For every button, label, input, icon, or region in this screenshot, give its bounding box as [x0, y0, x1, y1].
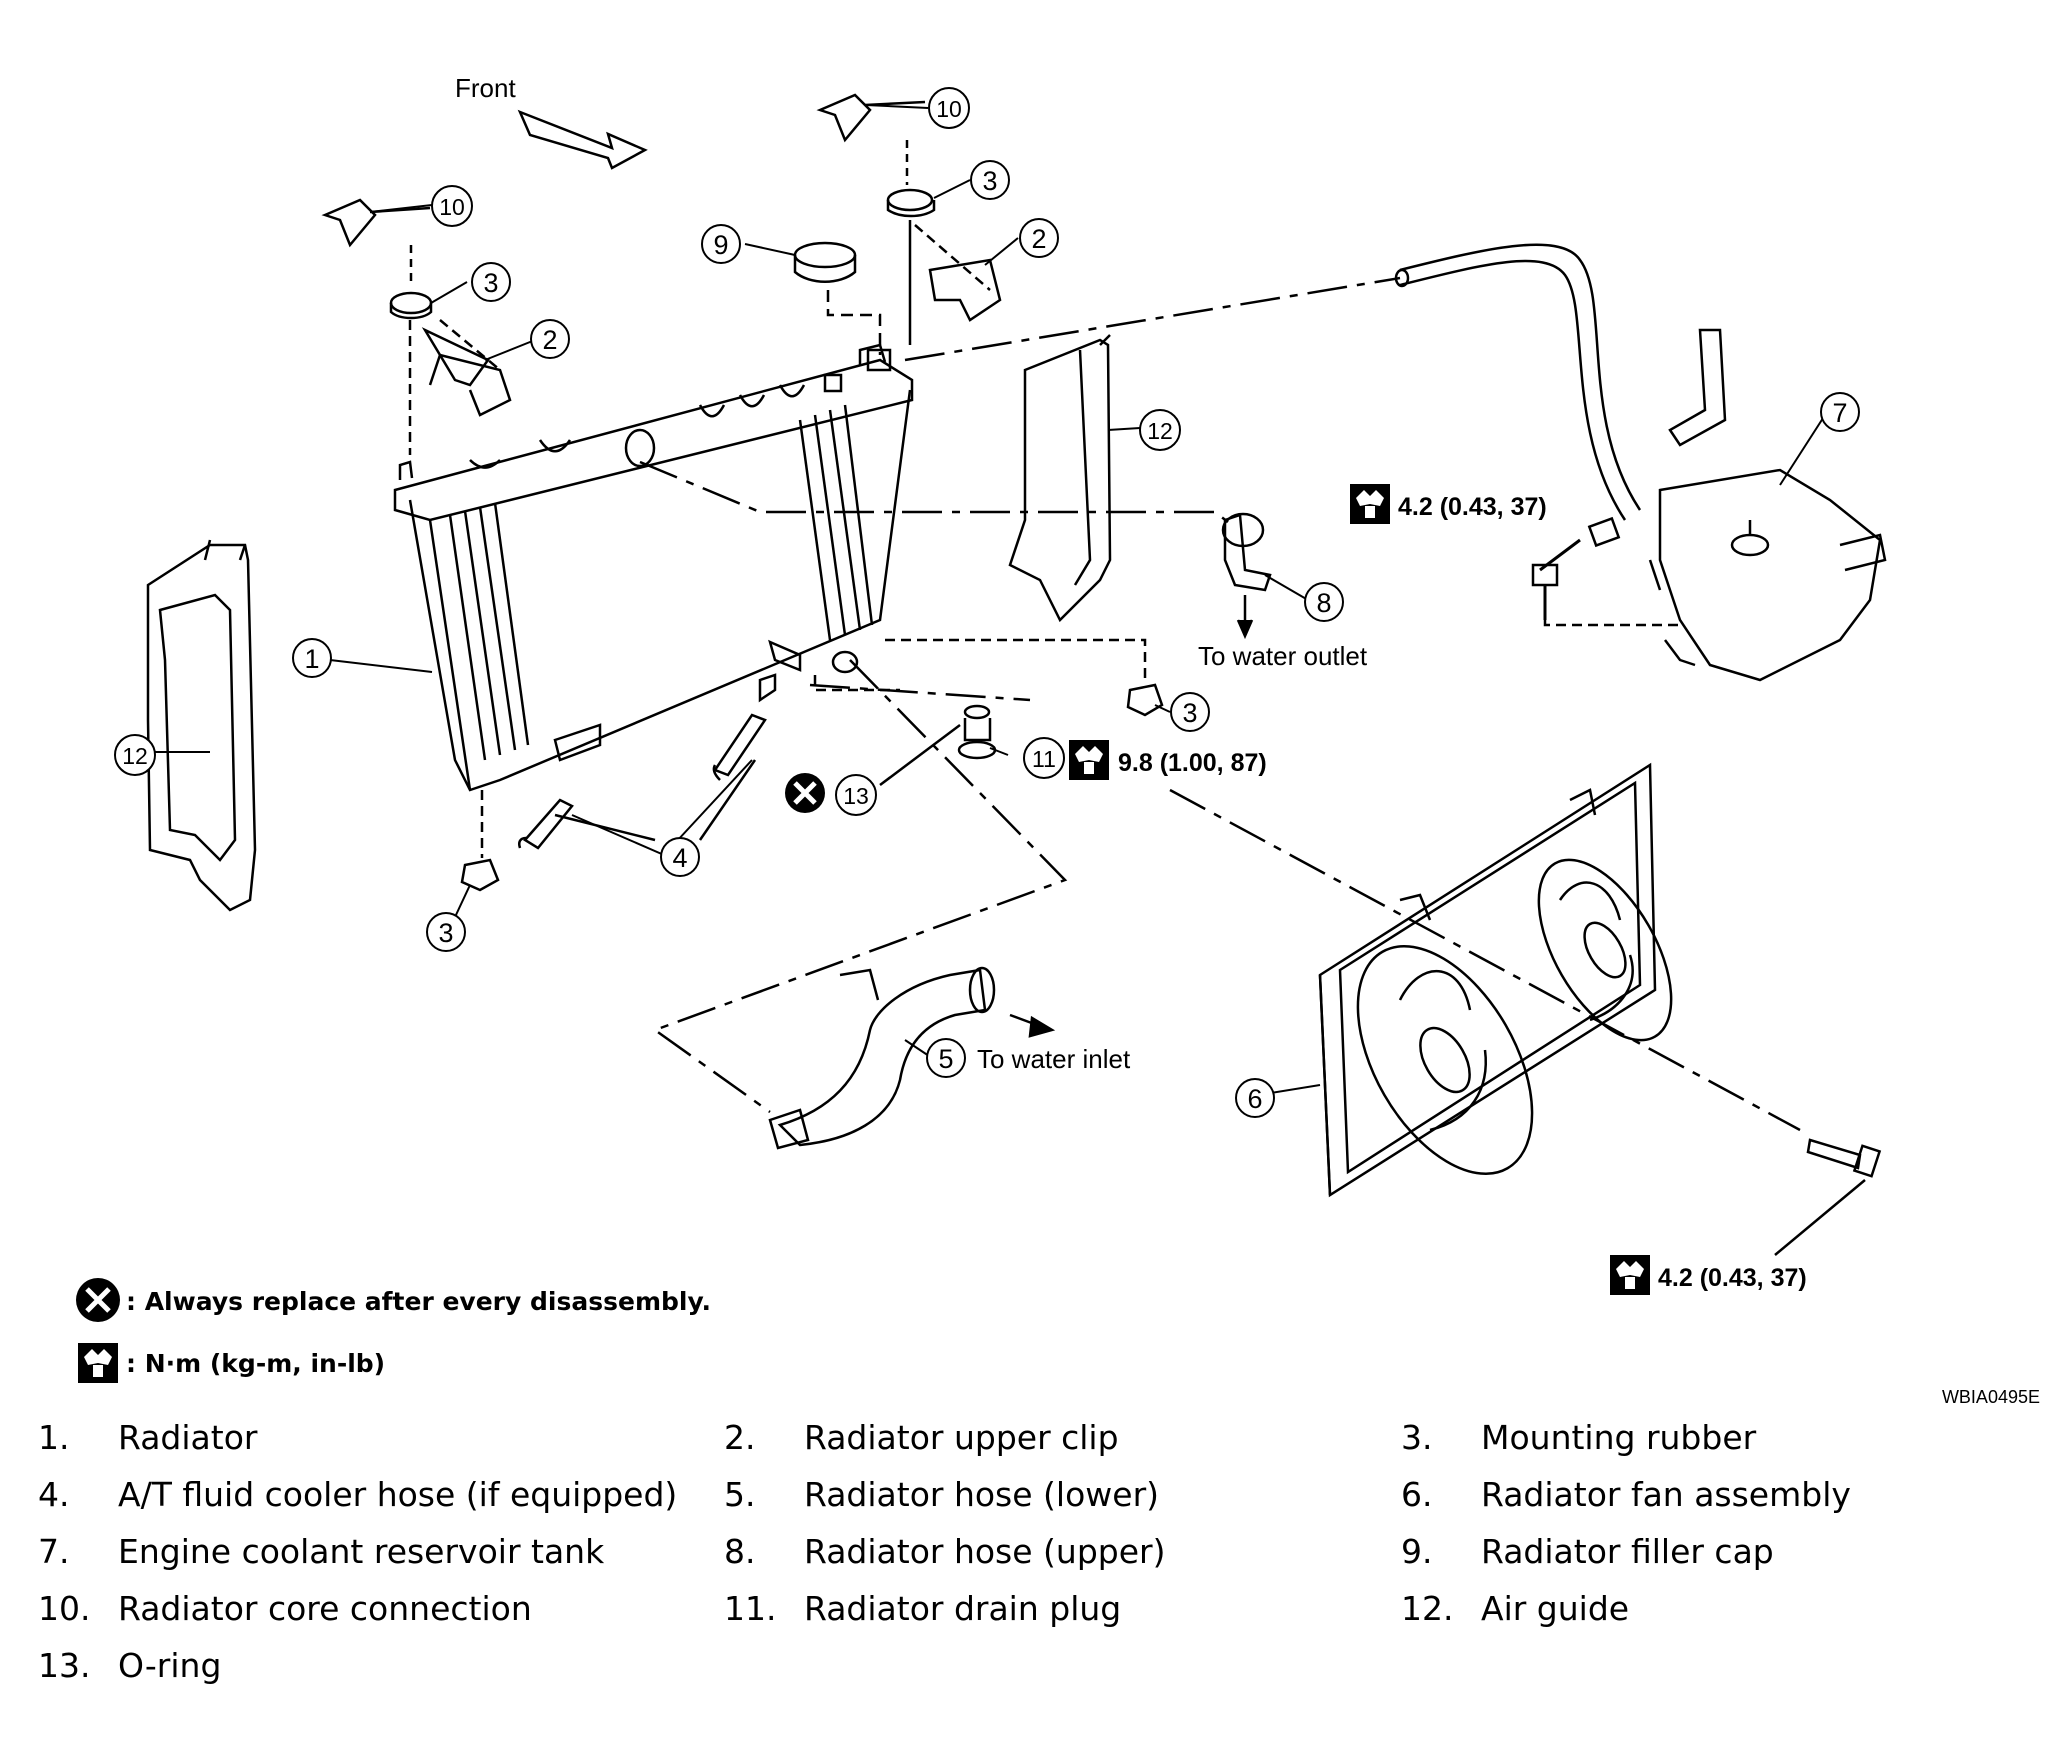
callout-12-left: 12: [114, 734, 156, 776]
callout-8: 8: [1304, 582, 1344, 622]
callout-12-right: 12: [1139, 409, 1181, 451]
to-water-inlet-label: To water inlet: [977, 1044, 1131, 1074]
legend-replace: : Always replace after every disassembly…: [76, 1278, 711, 1322]
right-upper-mounting: [816, 93, 1002, 345]
callout-11: 11: [1023, 737, 1065, 779]
callout-6: 6: [1235, 1078, 1275, 1118]
callout-3-left-lower: 3: [426, 912, 466, 952]
callout-3-left-upper: 3: [471, 262, 511, 302]
torque-spec-fan-bolt: 4.2 (0.43, 37): [1610, 1255, 1807, 1295]
radiator-hose-upper: [639, 460, 1272, 640]
svg-text:13: 13: [843, 783, 869, 809]
callout-4: 4: [660, 837, 700, 877]
legend-torque: : N·m (kg-m, in-lb): [78, 1343, 385, 1383]
svg-text:: N·m (kg-m, in-lb): : N·m (kg-m, in-lb): [126, 1349, 385, 1378]
torque-icon: [78, 1343, 118, 1383]
svg-text:4: 4: [672, 843, 687, 873]
svg-text:10: 10: [439, 194, 465, 220]
radiator-filler-cap: [793, 241, 1401, 372]
svg-text:12: 12: [122, 743, 148, 769]
svg-text:4.2 (0.43, 37): 4.2 (0.43, 37): [1398, 493, 1547, 521]
svg-text:7: 7: [1832, 398, 1847, 428]
reservoir-hose: [1394, 243, 1642, 521]
callout-5: 5: [926, 1038, 966, 1078]
svg-text:10: 10: [936, 96, 962, 122]
front-label: Front: [455, 73, 516, 103]
svg-text:4.2 (0.43, 37): 4.2 (0.43, 37): [1658, 1264, 1807, 1292]
callout-1: 1: [292, 638, 332, 678]
torque-spec-reservoir: 4.2 (0.43, 37): [1350, 484, 1547, 524]
svg-text:3: 3: [483, 268, 498, 298]
torque-icon: [1610, 1255, 1650, 1295]
svg-text:2: 2: [1031, 224, 1046, 254]
torque-icon: [1350, 484, 1390, 524]
lower-mounting-rubbers: [460, 638, 1164, 892]
callout-leaders: [155, 104, 1826, 1099]
svg-text:2: 2: [542, 325, 557, 355]
left-upper-mounting: [321, 198, 512, 455]
svg-text:1: 1: [304, 644, 319, 674]
callout-13: 13: [785, 773, 877, 816]
front-arrow: Front: [455, 73, 648, 170]
air-guide-left: [146, 539, 257, 912]
torque-spec-drain-plug: 9.8 (1.00, 87): [1069, 740, 1267, 780]
svg-text:3: 3: [438, 918, 453, 948]
callout-10-right: 10: [928, 87, 970, 129]
callout-2-right: 2: [1019, 218, 1059, 258]
figure-id: WBIA0495E: [1942, 1387, 2040, 1407]
callout-7: 7: [1820, 392, 1860, 432]
callout-3-right-lower: 3: [1170, 692, 1210, 732]
svg-text:9.8 (1.00, 87): 9.8 (1.00, 87): [1118, 749, 1267, 777]
svg-text:8: 8: [1316, 588, 1331, 618]
svg-text:3: 3: [982, 166, 997, 196]
callout-2-left: 2: [530, 319, 570, 359]
svg-text:11: 11: [1032, 746, 1056, 772]
svg-text:12: 12: [1147, 418, 1173, 444]
at-fluid-cooler-hoses: [518, 673, 777, 850]
fan-mounting-bolt: [1169, 788, 1882, 1256]
radiator-hose-lower: [652, 659, 1068, 1150]
torque-icon: [1069, 740, 1109, 780]
engine-coolant-reservoir-tank: [1531, 328, 1887, 682]
svg-text:9: 9: [713, 230, 728, 260]
svg-text:6: 6: [1247, 1084, 1262, 1114]
air-guide-right: [1008, 334, 1112, 623]
svg-text:3: 3: [1182, 698, 1197, 728]
callout-3-right-upper: 3: [970, 160, 1010, 200]
radiator: [393, 343, 914, 792]
to-water-outlet-label: To water outlet: [1198, 641, 1368, 671]
callout-9: 9: [701, 224, 741, 264]
callout-10-left: 10: [431, 185, 473, 227]
svg-text:5: 5: [938, 1044, 953, 1074]
svg-text:: Always replace after every d: : Always replace after every disassembly…: [126, 1287, 711, 1316]
radiator-fan-assembly: [1318, 762, 1673, 1198]
